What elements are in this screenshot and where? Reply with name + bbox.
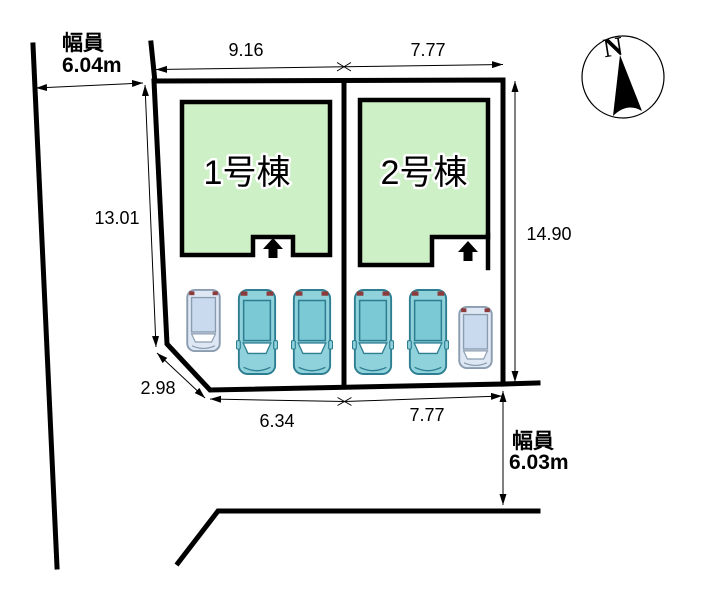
dim-line-bottom-right [344, 392, 503, 402]
north-arrow-icon [613, 55, 642, 116]
bottom-road-north-edge [500, 380, 541, 387]
road-left-width-value: 6.04m [62, 54, 122, 77]
dim-tick [336, 62, 352, 72]
bottom-road-south-edge [174, 508, 541, 567]
dim-chamfer-value: 2.98 [140, 378, 175, 398]
entrance-arrow-icon [458, 241, 478, 261]
road-bottom-width-label: 幅員 [512, 430, 554, 453]
dim-line-left-depth [141, 84, 160, 348]
dim-line-bottom-left [209, 395, 345, 403]
dim-right-depth-value: 14.90 [526, 224, 571, 244]
entrance-arrow-icon [263, 238, 283, 258]
building-1-label: 1号棟 [204, 154, 291, 192]
dim-line-top-right [343, 61, 504, 69]
dim-left-depth-value: 13.01 [94, 208, 139, 228]
dim-bottom-left-value: 6.34 [259, 411, 294, 431]
road-bottom-width-value: 6.03m [509, 451, 569, 474]
car-minivan-icon [236, 289, 278, 375]
building-2: 2号棟 [357, 97, 491, 271]
dimension-lines: 9.16 7.77 13.01 2.98 6.34 7.77 14.90 幅員 … [35, 32, 572, 505]
dim-top-right-value: 7.77 [410, 40, 445, 60]
car-minivan-icon [407, 289, 449, 375]
car-sedan-icon [186, 288, 221, 353]
building-1: 1号棟 [179, 99, 333, 258]
building-2-label: 2号棟 [381, 154, 468, 192]
roads [30, 40, 541, 570]
left-road-east-edge [148, 40, 158, 85]
dim-line-road-width-left [35, 80, 144, 91]
compass: N [581, 31, 665, 119]
dim-tick [337, 397, 352, 406]
left-road-west-edge [30, 42, 60, 570]
building-1-footprint [179, 99, 333, 258]
car-minivan-icon [291, 289, 333, 375]
building-2-footprint [357, 97, 491, 268]
dim-top-left-value: 9.16 [228, 40, 263, 60]
road-left-width-label: 幅員 [62, 32, 104, 55]
dim-line-top-left [155, 65, 345, 73]
car-minivan-icon [352, 289, 394, 375]
dim-line-chamfer [156, 352, 206, 399]
dim-bottom-right-value: 7.77 [409, 405, 444, 425]
car-sedan-icon [458, 305, 493, 370]
